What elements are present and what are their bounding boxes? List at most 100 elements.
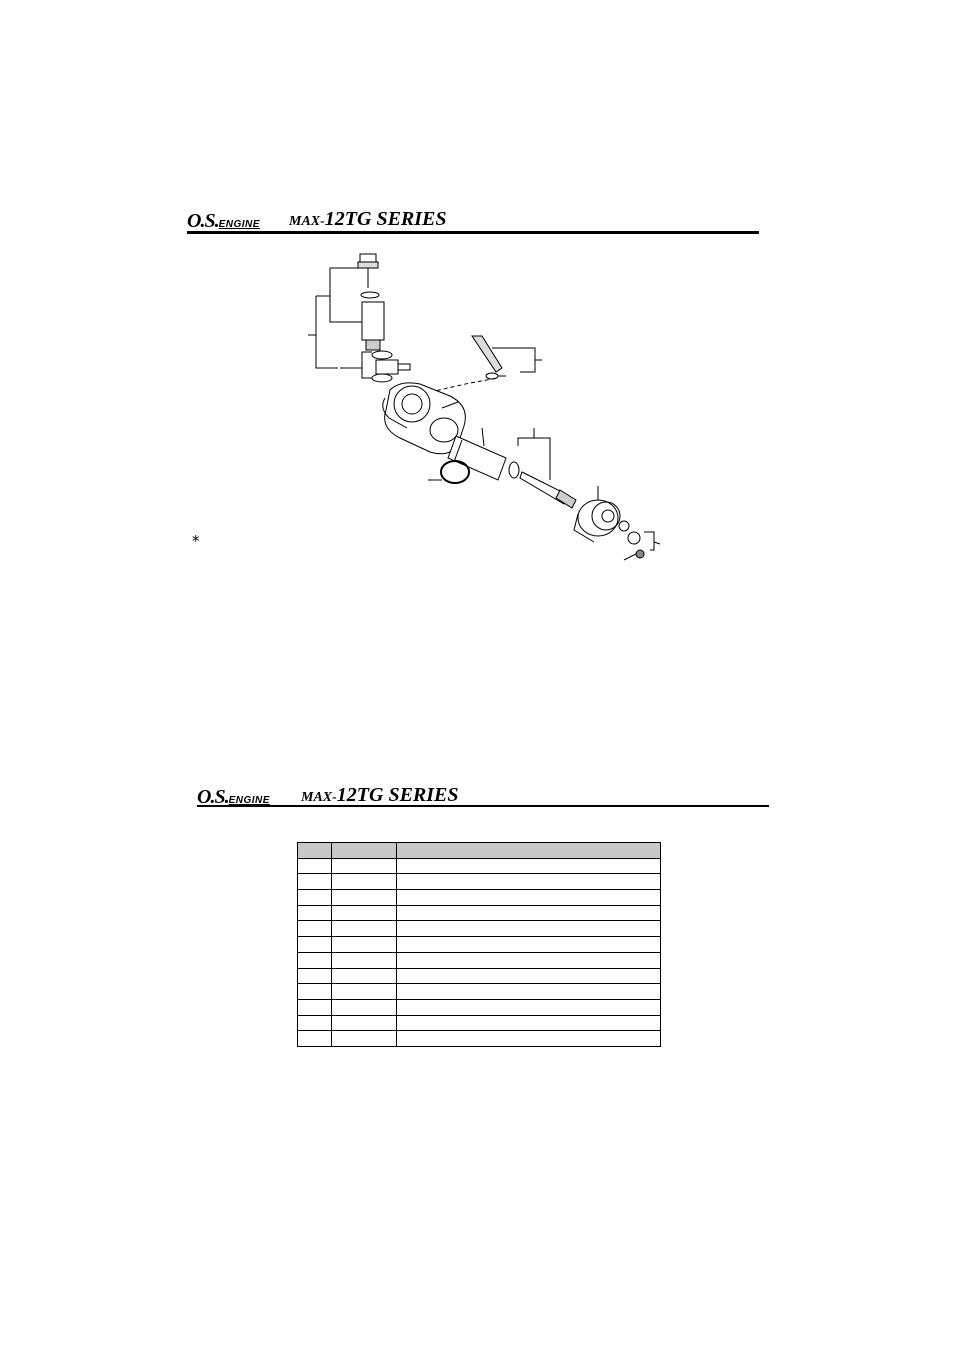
table-row bbox=[297, 1014, 661, 1032]
throttle-stop-screw bbox=[471, 335, 503, 373]
cell-code bbox=[331, 967, 397, 985]
header-code bbox=[331, 842, 397, 859]
header-rule bbox=[187, 231, 759, 234]
o-ring-large bbox=[440, 460, 470, 484]
cell-code bbox=[331, 983, 397, 1000]
table-row bbox=[297, 951, 661, 969]
cell-code bbox=[331, 1014, 397, 1032]
leader-line bbox=[441, 401, 459, 409]
cell-no bbox=[297, 857, 332, 875]
holder-thread bbox=[365, 339, 381, 351]
cell-code bbox=[331, 873, 397, 891]
dashed-guide bbox=[429, 377, 499, 393]
logo-brand: O.S. bbox=[187, 210, 220, 232]
cell-code bbox=[331, 936, 397, 953]
o-ring-rotor bbox=[508, 461, 520, 479]
cell-description bbox=[396, 967, 661, 985]
logo-brand: O.S. bbox=[197, 786, 230, 808]
leader-bracket-outer bbox=[315, 296, 338, 369]
cell-code bbox=[331, 1030, 397, 1047]
nut bbox=[635, 549, 645, 559]
leader-line bbox=[481, 427, 485, 447]
leader-bracket bbox=[361, 351, 372, 379]
cell-no bbox=[297, 1030, 332, 1047]
throttle-rotor bbox=[447, 435, 507, 481]
needle-valve-holder bbox=[361, 301, 385, 341]
table-row bbox=[297, 873, 661, 891]
table-row bbox=[297, 889, 661, 906]
cell-code bbox=[331, 951, 397, 969]
cell-description bbox=[396, 936, 661, 953]
carburetor-body bbox=[382, 382, 466, 455]
cell-description bbox=[396, 904, 661, 922]
os-engine-logo: O.S.ENGINE bbox=[187, 210, 260, 232]
leader-line bbox=[623, 553, 637, 561]
series-prefix: MAX- bbox=[301, 790, 337, 805]
cell-code bbox=[331, 920, 397, 938]
table-row bbox=[297, 983, 661, 1000]
logo-brand-suffix: ENGINE bbox=[218, 219, 260, 230]
cell-no bbox=[297, 920, 332, 938]
o-ring-small bbox=[485, 372, 499, 380]
cell-description bbox=[396, 873, 661, 891]
leader-bracket-left bbox=[329, 268, 374, 323]
page-header-top: O.S.ENGINE MAX-12TG SERIES bbox=[187, 204, 759, 234]
cell-no bbox=[297, 967, 332, 985]
fuel-nipple bbox=[375, 359, 411, 375]
table-row bbox=[297, 936, 661, 953]
page-header-bottom: O.S.ENGINE MAX-12TG SERIES bbox=[197, 780, 769, 810]
leader-bracket bbox=[644, 531, 655, 551]
table-row bbox=[297, 904, 661, 922]
cell-description bbox=[396, 951, 661, 969]
washer bbox=[371, 373, 393, 383]
series-title: MAX-12TG SERIES bbox=[289, 208, 447, 231]
cell-no bbox=[297, 1014, 332, 1032]
cell-description bbox=[396, 920, 661, 938]
leader-bracket bbox=[517, 437, 551, 446]
cell-no bbox=[297, 873, 332, 891]
leader-line bbox=[653, 541, 661, 545]
series-main: 12TG SERIES bbox=[324, 208, 447, 230]
table-row bbox=[297, 967, 661, 985]
cell-description bbox=[396, 857, 661, 875]
o-ring bbox=[360, 291, 380, 299]
logo-brand-suffix: ENGINE bbox=[228, 795, 270, 806]
table-header-row bbox=[297, 842, 661, 859]
cell-description bbox=[396, 983, 661, 1000]
cell-description bbox=[396, 1014, 661, 1032]
series-prefix: MAX- bbox=[289, 214, 325, 229]
table-row bbox=[297, 920, 661, 938]
carburetor-drum bbox=[573, 499, 621, 543]
cell-description bbox=[396, 889, 661, 906]
cell-code bbox=[331, 904, 397, 922]
header-description bbox=[396, 842, 661, 859]
table-row bbox=[297, 998, 661, 1016]
parts-table-body bbox=[297, 857, 661, 1047]
header-rule bbox=[197, 805, 769, 807]
rotor-line bbox=[453, 439, 463, 463]
table-row bbox=[297, 857, 661, 875]
asterisk-note: * bbox=[192, 532, 200, 550]
cell-description bbox=[396, 1030, 661, 1047]
series-title: MAX-12TG SERIES bbox=[301, 784, 459, 807]
mixture-screw-thread bbox=[555, 489, 577, 509]
parts-list-table bbox=[297, 842, 661, 1047]
cell-no bbox=[297, 998, 332, 1016]
cell-no bbox=[297, 951, 332, 969]
carburetor-exploded-diagram bbox=[308, 253, 661, 561]
cell-no bbox=[297, 936, 332, 953]
series-main: 12TG SERIES bbox=[336, 784, 459, 806]
cell-no bbox=[297, 889, 332, 906]
cell-no bbox=[297, 983, 332, 1000]
cell-code bbox=[331, 889, 397, 906]
header-no bbox=[297, 842, 332, 859]
cell-code bbox=[331, 998, 397, 1016]
table-row bbox=[297, 1030, 661, 1047]
ball-link bbox=[627, 531, 641, 545]
ball bbox=[618, 520, 630, 532]
washer bbox=[371, 350, 393, 360]
cell-no bbox=[297, 904, 332, 922]
cell-code bbox=[331, 857, 397, 875]
os-engine-logo: O.S.ENGINE bbox=[197, 786, 270, 808]
cell-description bbox=[396, 998, 661, 1016]
